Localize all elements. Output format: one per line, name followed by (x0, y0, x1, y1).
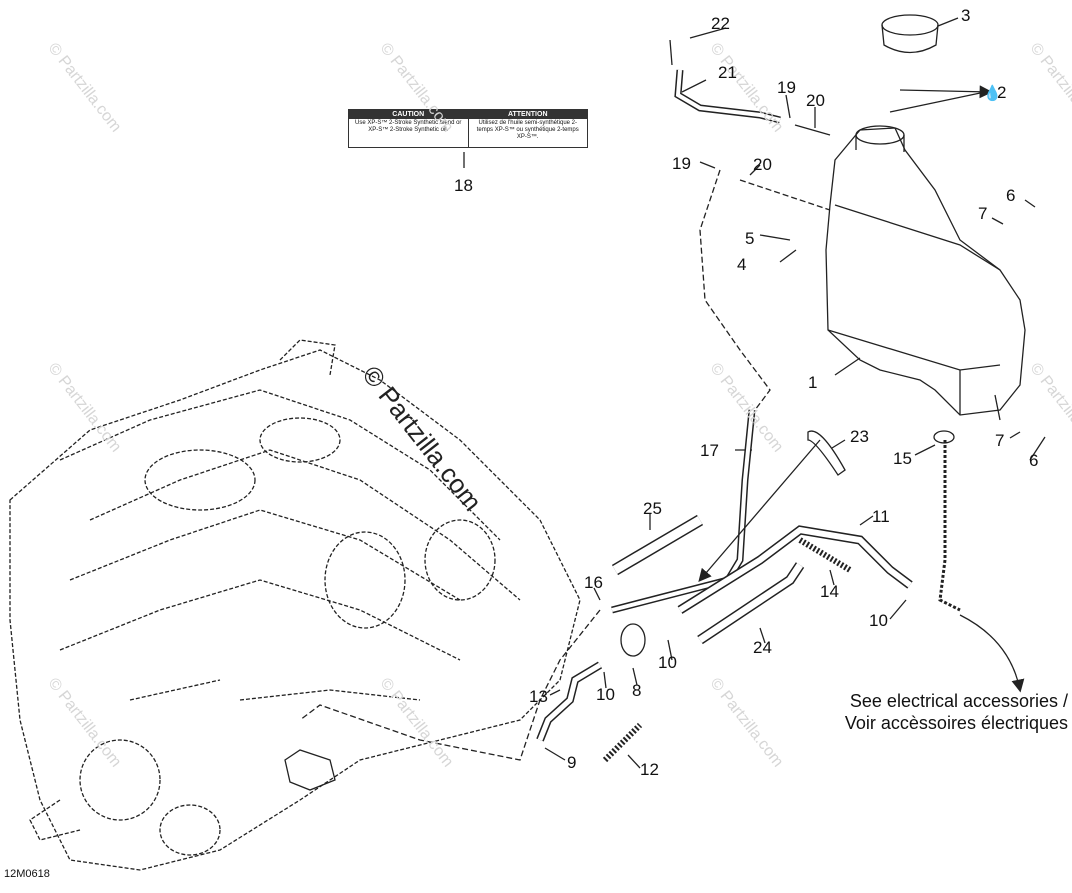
caution-header: CAUTION (349, 110, 468, 119)
callout-9: 9 (567, 753, 577, 772)
callout-6: 6 (1006, 186, 1016, 205)
callout-1: 1 (808, 373, 818, 392)
callout-19: 19 (777, 78, 796, 97)
electrical-accessories-note: See electrical accessories / Voir accèss… (796, 690, 1068, 734)
oil-drop-icon: 💧 (983, 85, 1002, 102)
oil-tank (825, 125, 1026, 421)
callout-18: 18 (454, 176, 473, 195)
tank-cap (881, 14, 939, 54)
callout-14: 14 (820, 582, 839, 601)
callout-24: 24 (753, 638, 772, 657)
caution-label: CAUTION Use XP-S™ 2-Stroke Synthetic ble… (348, 109, 588, 148)
callout-12: 12 (640, 760, 659, 779)
callout-22: 22 (711, 14, 730, 33)
note-line-en: See electrical accessories / (849, 691, 1068, 711)
note-line-fr: Voir accèssoires électriques (844, 713, 1068, 733)
callout-8: 8 (632, 681, 642, 700)
callout-16: 16 (584, 573, 603, 592)
caution-text: Use XP-S™ 2-Stroke Synthetic blend or XP… (355, 120, 462, 133)
caution-label-french: ATTENTION Utilisez de l'huile semi-synth… (468, 110, 587, 147)
engine-block (9, 339, 581, 871)
callout-10: 10 (658, 653, 677, 672)
callout-15: 15 (893, 449, 912, 468)
callout-3: 3 (961, 6, 971, 25)
attention-header: ATTENTION (468, 110, 587, 119)
callout-4: 4 (737, 255, 747, 274)
callout-10: 10 (869, 611, 888, 630)
callout-21: 21 (718, 63, 737, 82)
callout-6: 6 (1029, 451, 1039, 470)
attention-text: Utilisez de l'huile semi-synthétique 2-t… (476, 120, 579, 140)
callout-10: 10 (596, 685, 615, 704)
callout-7: 7 (995, 431, 1005, 450)
callout-20: 20 (806, 91, 825, 110)
callout-17: 17 (700, 441, 719, 460)
callout-25: 25 (643, 499, 662, 518)
callout-11: 11 (872, 507, 890, 526)
oil-pump (284, 749, 336, 791)
caution-label-english: CAUTION Use XP-S™ 2-Stroke Synthetic ble… (349, 110, 469, 147)
callout-2: 2 (997, 83, 1007, 102)
callout-7: 7 (978, 204, 988, 223)
callout-20: 20 (753, 155, 772, 174)
callout-5: 5 (745, 229, 755, 248)
callout-19: 19 (672, 154, 691, 173)
callout-23: 23 (850, 427, 869, 446)
diagram-code: 12M0618 (4, 868, 50, 880)
callout-13: 13 (529, 687, 548, 706)
